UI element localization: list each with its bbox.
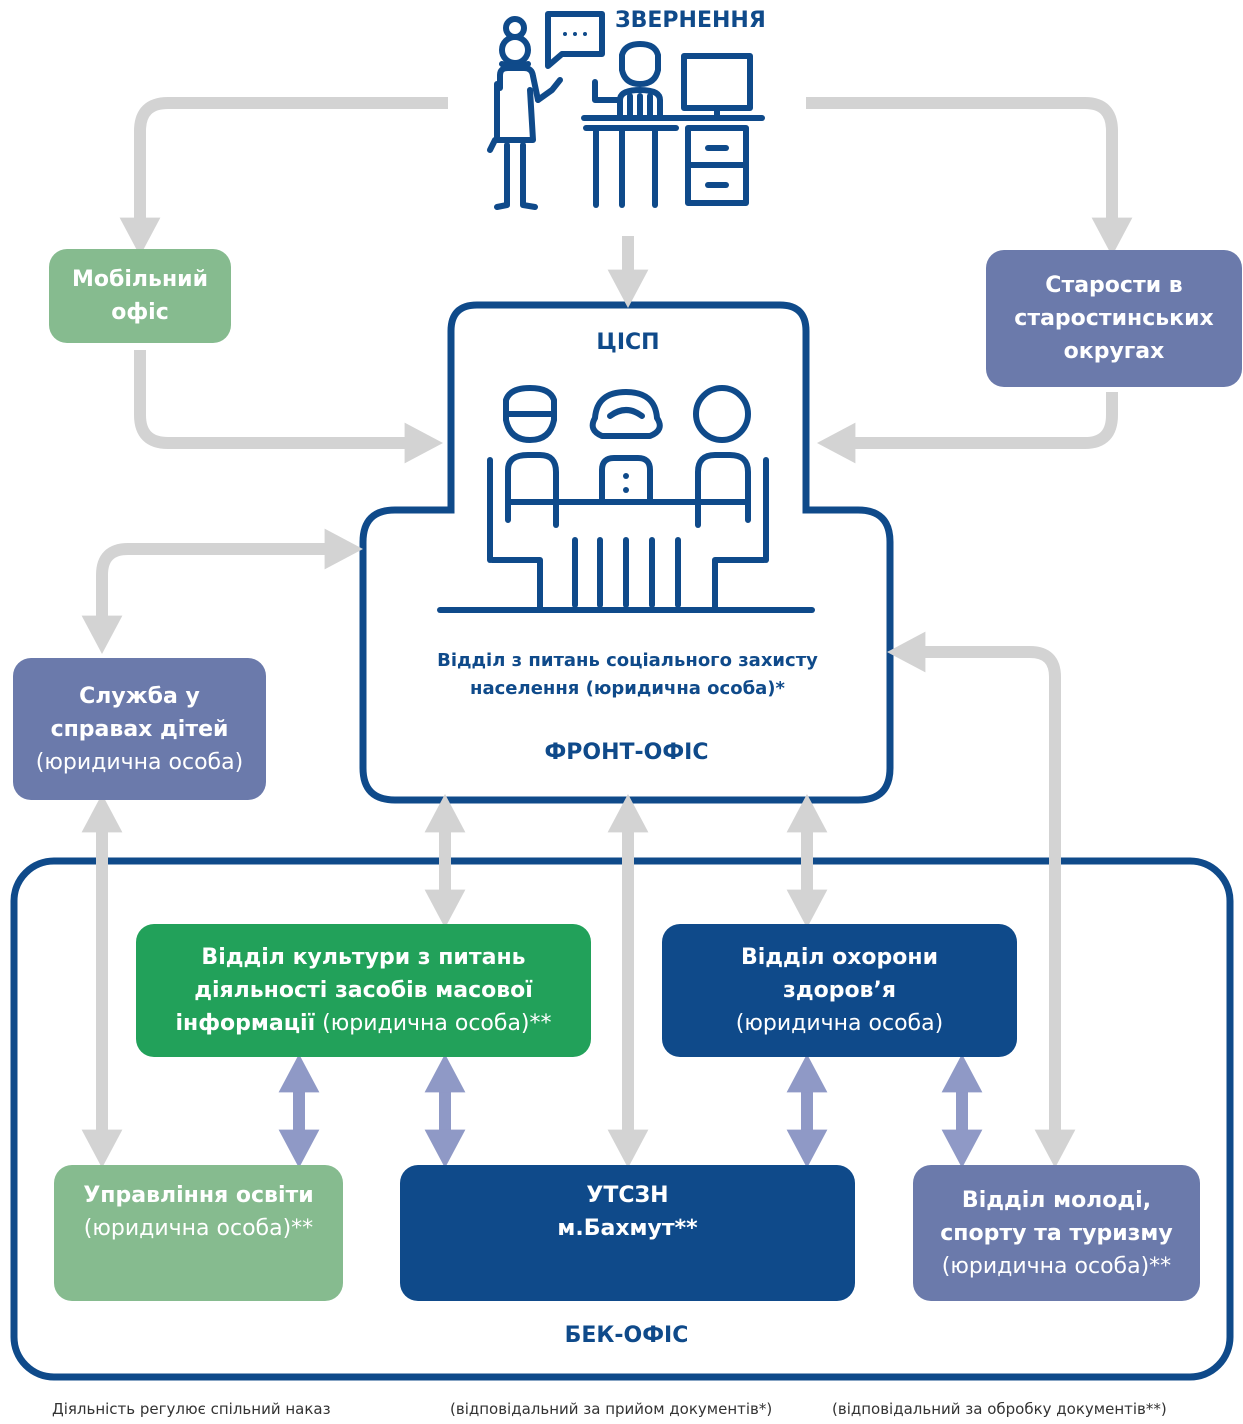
youth-line1: Відділ молоді,	[961, 1187, 1152, 1213]
culture-line3-bold: інформації	[175, 1011, 316, 1036]
mobile-office-line2: офіс	[111, 300, 169, 325]
arrow-mobile-to-cisp	[134, 350, 443, 464]
footer-intake-note: (відповідальний за прийом документів*)	[450, 1400, 773, 1418]
social-protection-line1: Відділ з питань соціального захисту	[437, 650, 818, 671]
education-box: Управління освіти (юридична особа)**	[54, 1165, 343, 1301]
cisp-label: ЦІСП	[596, 330, 660, 355]
education-line1: Управління освіти	[83, 1183, 314, 1208]
health-line1: Відділ охорони	[740, 945, 939, 970]
footer-processing-note: (відповідальний за обробку документів**)	[832, 1400, 1167, 1418]
children-line1: Служба у	[79, 683, 200, 709]
arrow-youth-front	[887, 631, 1076, 1168]
cisp-icon	[437, 385, 815, 613]
utszn-box: УТСЗН м.Бахмут**	[400, 1165, 855, 1301]
elders-line1: Старости в	[1045, 273, 1183, 298]
elders-box: Старости в старостинських округах	[986, 250, 1242, 387]
appeal-icon	[487, 11, 765, 210]
elders-line3: округах	[1063, 339, 1165, 364]
appeal-label: ЗВЕРНЕННЯ	[615, 8, 766, 33]
social-protection-line2: населення (юридична особа)*	[470, 678, 785, 699]
culture-dept-box: Відділ культури з питань діяльності засо…	[136, 924, 591, 1057]
youth-line3: (юридична особа)**	[941, 1253, 1172, 1279]
arrow-elders-to-cisp	[817, 392, 1118, 464]
footer-regulation-note: Діяльність регулює спільний наказ	[52, 1400, 331, 1418]
purple-connectors	[278, 1054, 983, 1168]
utszn-line2: м.Бахмут**	[557, 1216, 698, 1241]
education-line2: (юридична особа)**	[83, 1216, 314, 1241]
children-line3: (юридична особа)	[35, 749, 244, 775]
arrow-appeal-to-elders	[806, 97, 1133, 256]
utszn-line1: УТСЗН	[586, 1183, 669, 1208]
health-dept-box: Відділ охорони здоров’я (юридична особа)	[662, 924, 1017, 1057]
culture-line1: Відділ культури з питань	[201, 945, 526, 970]
mobile-office-line1: Мобільний	[72, 267, 208, 292]
health-line3: (юридична особа)	[735, 1011, 944, 1036]
front-office-label: ФРОНТ-ОФІС	[544, 740, 709, 765]
culture-line2: діяльності засобів масової	[194, 978, 533, 1003]
elders-line2: старостинських	[1014, 306, 1214, 331]
social-protection-label: Відділ з питань соціального захисту насе…	[380, 647, 875, 703]
youth-dept-box: Відділ молоді, спорту та туризму (юридич…	[913, 1165, 1200, 1301]
back-office-label: БЕК-ОФІС	[564, 1323, 689, 1348]
gray-connectors	[81, 97, 1133, 1168]
arrow-children-front	[81, 528, 363, 654]
mobile-office-box: Мобільний офіс	[49, 249, 231, 343]
youth-line2: спорту та туризму	[940, 1220, 1173, 1246]
arrow-appeal-to-mobile	[119, 97, 448, 256]
children-line2: справах дітей	[50, 716, 229, 742]
children-service-box: Служба у справах дітей (юридична особа)	[13, 658, 266, 800]
culture-line3-normal: (юридична особа)**	[315, 1011, 552, 1036]
health-line2: здоров’я	[783, 978, 896, 1003]
